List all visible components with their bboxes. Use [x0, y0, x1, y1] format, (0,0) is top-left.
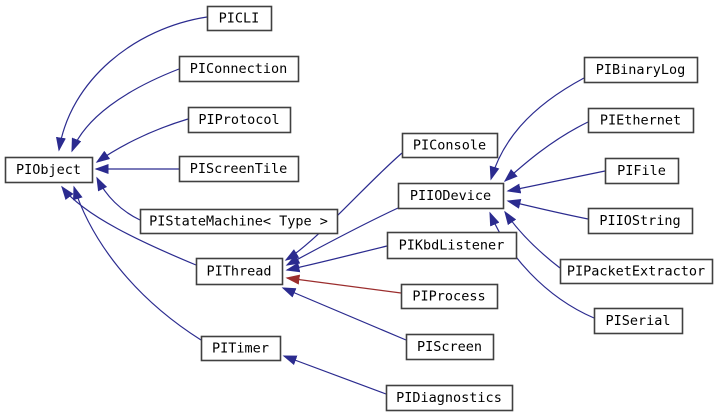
edge-PIProtocol-to-PIObject-public-inheritance-arrow — [95, 118, 189, 163]
class-node-label: PIIOString — [599, 213, 680, 229]
class-node-box — [405, 333, 495, 361]
edge-PIIODevice-to-PIThread-public-inheritance-arrow — [285, 207, 399, 266]
class-node-PIIODevice[interactable]: PIIODevice — [397, 182, 505, 210]
class-node-box — [178, 155, 300, 183]
class-node-label: PIBinaryLog — [596, 62, 685, 78]
class-node-box — [386, 231, 518, 260]
class-node-box — [604, 157, 680, 185]
edge-PIConsole-to-PIThread-public-inheritance-arrow — [284, 152, 403, 261]
class-node-PIThread[interactable]: PIThread — [195, 257, 284, 286]
class-node-label: PIConsole — [413, 138, 486, 154]
class-node-label: PITimer — [212, 341, 269, 357]
class-node-label: PIFile — [617, 163, 666, 179]
class-node-box — [401, 132, 499, 159]
class-node-PIConsole[interactable]: PIConsole — [401, 132, 499, 159]
class-node-box — [583, 56, 699, 84]
class-node-label: PISerial — [605, 313, 670, 329]
class-node-box — [178, 55, 300, 83]
class-node-PIBinaryLog[interactable]: PIBinaryLog — [583, 56, 699, 84]
class-node-box — [206, 5, 273, 32]
class-node-label: PIEthernet — [600, 113, 681, 129]
class-node-PIObject[interactable]: PIObject — [4, 156, 94, 184]
class-node-box — [559, 258, 714, 285]
class-node-label: PIConnection — [190, 61, 288, 77]
class-node-label: PIScreen — [417, 339, 482, 355]
class-node-PICLI[interactable]: PICLI — [206, 5, 273, 32]
edge-PIPacketExtractor-to-PIIODevice-public-inheritance-arrow — [504, 210, 561, 269]
class-node-PIStateMachine[interactable]: PIStateMachine< Type > — [139, 208, 339, 235]
class-node-PIPacketExtractor[interactable]: PIPacketExtractor — [559, 258, 714, 285]
class-node-PIIOString[interactable]: PIIOString — [587, 207, 694, 235]
class-node-label: PIObject — [16, 162, 81, 178]
class-node-box — [400, 283, 499, 310]
class-node-label: PIProcess — [412, 289, 485, 305]
class-node-box — [587, 207, 694, 235]
edge-PIStateMachine-to-PIObject-public-inheritance-arrow — [96, 176, 141, 221]
class-node-label: PIDiagnostics — [396, 390, 502, 406]
edge-PIEthernet-to-PIIODevice-public-inheritance-arrow — [503, 121, 589, 182]
class-node-label: PIPacketExtractor — [567, 264, 705, 280]
class-node-box — [593, 307, 684, 335]
edge-PIBinaryLog-to-PIIODevice-public-inheritance-arrow — [489, 77, 585, 181]
edge-PIConnection-to-PIObject-public-inheritance-arrow — [71, 68, 180, 153]
class-node-label: PIThread — [206, 264, 271, 280]
class-node-box — [187, 106, 292, 134]
edge-PIThread-to-PIObject-public-inheritance-arrow — [61, 185, 197, 266]
class-node-PIDiagnostics[interactable]: PIDiagnostics — [385, 384, 514, 412]
class-node-PIKbdListener[interactable]: PIKbdListener — [386, 231, 518, 260]
edge-PIFile-to-PIIODevice-public-inheritance-arrow — [506, 170, 606, 194]
edge-PIDiagnostics-to-PITimer-public-inheritance-arrow — [282, 355, 387, 395]
edge-PIKbdListener-to-PIThread-public-inheritance-arrow — [285, 245, 388, 273]
class-node-PIScreen[interactable]: PIScreen — [405, 333, 495, 361]
class-node-box — [139, 208, 339, 235]
class-node-PIEthernet[interactable]: PIEthernet — [587, 107, 695, 134]
class-node-PITimer[interactable]: PITimer — [200, 335, 282, 362]
class-node-label: PIKbdListener — [399, 238, 505, 254]
edge-PITimer-to-PIObject-public-inheritance-arrow — [73, 185, 202, 341]
class-node-PIScreenTile[interactable]: PIScreenTile — [178, 155, 300, 183]
class-node-box — [195, 257, 284, 286]
class-node-PIConnection[interactable]: PIConnection — [178, 55, 300, 83]
class-node-box — [200, 335, 282, 362]
class-node-label: PICLI — [219, 11, 260, 27]
edge-PIScreen-to-PIThread-public-inheritance-arrow — [281, 287, 407, 341]
class-node-box — [397, 182, 505, 210]
class-node-box — [587, 107, 695, 134]
class-node-PIProcess[interactable]: PIProcess — [400, 283, 499, 310]
edge-PIProcess-to-PIThread-private-inheritance-arrow — [285, 274, 402, 294]
class-node-PIProtocol[interactable]: PIProtocol — [187, 106, 292, 134]
class-node-box — [385, 384, 514, 412]
edge-PICLI-to-PIObject-public-inheritance-arrow — [56, 16, 208, 152]
class-node-label: PIStateMachine< Type > — [149, 214, 328, 230]
class-node-label: PIScreenTile — [190, 161, 288, 177]
edge-PISerial-to-PIIODevice-public-inheritance-arrow — [489, 211, 595, 319]
edge-PIIOString-to-PIIODevice-public-inheritance-arrow — [506, 199, 589, 220]
class-node-box — [4, 156, 94, 184]
class-node-PIFile[interactable]: PIFile — [604, 157, 680, 185]
class-node-label: PIIODevice — [410, 188, 491, 204]
class-node-label: PIProtocol — [198, 112, 279, 128]
class-node-PISerial[interactable]: PISerial — [593, 307, 684, 335]
